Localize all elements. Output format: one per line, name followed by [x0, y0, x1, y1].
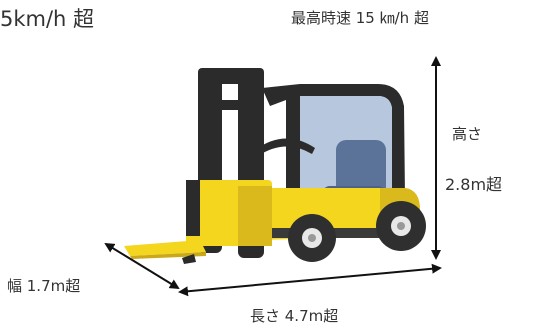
length-arrow-icon — [178, 263, 442, 297]
rear-wheel — [376, 201, 426, 251]
cab-frame — [262, 84, 405, 198]
top-left-speed-text: 5km/h 超 — [0, 7, 95, 31]
mast-top-bar — [198, 68, 264, 84]
mast-inner-bar — [222, 100, 238, 110]
top-right-speed-text: 最高時速 15 ㎞/h 超 — [291, 9, 429, 27]
width-arrow-icon — [104, 242, 180, 290]
forklift-illustration — [124, 68, 426, 264]
seat-back — [336, 140, 386, 198]
height-label: 高さ — [452, 125, 483, 143]
height-value: 2.8m超 — [445, 175, 503, 194]
body-dark-band — [262, 228, 420, 238]
fork-tip-small — [182, 254, 196, 264]
steering-wheel — [255, 138, 315, 156]
carriage-dark-slot — [186, 180, 200, 236]
front-wheel — [288, 214, 336, 262]
length-label: 長さ 4.7m超 — [250, 307, 339, 325]
width-label: 幅 1.7m超 — [7, 277, 81, 295]
carriage-shadow — [238, 186, 272, 246]
